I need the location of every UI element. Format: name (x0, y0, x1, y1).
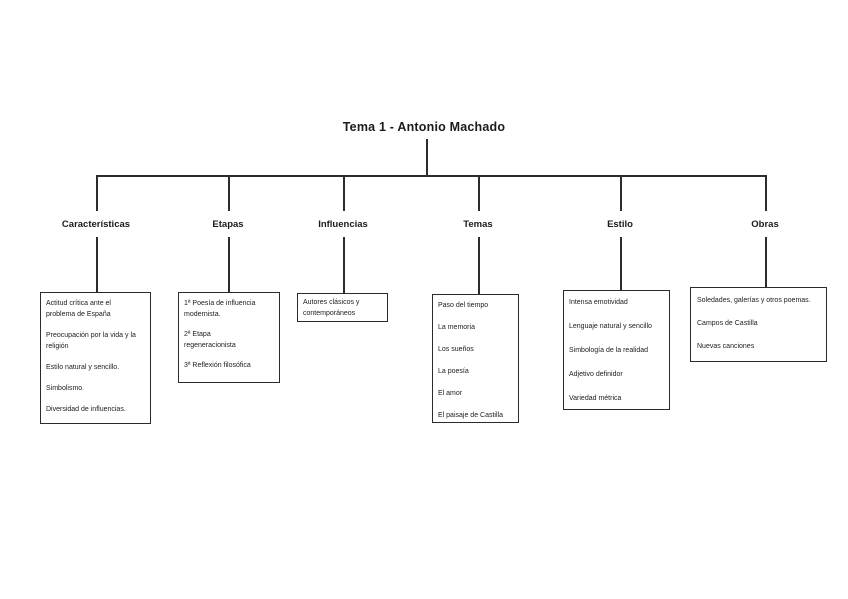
box-item: Nuevas canciones (697, 343, 755, 350)
box-item: 2ª Etapa regeneracionista (184, 331, 236, 349)
branch-box-influencias: Autores clásicos y contemporáneos (297, 293, 388, 322)
title-connector-line (426, 139, 428, 176)
box-item: Lenguaje natural y sencillo (569, 323, 652, 330)
box-item: Adjetivo definidor (569, 371, 623, 378)
branch-label-obras: Obras (751, 219, 779, 230)
box-item: Autores clásicos y contemporáneos (303, 299, 360, 317)
box-item: Estilo natural y sencillo. (46, 364, 120, 371)
branch-rail-line (96, 175, 767, 177)
box-item: Simbolismo. (46, 385, 85, 392)
box-item: El amor (438, 390, 463, 397)
box-item: Simbología de la realidad (569, 347, 648, 354)
box-item: Variedad métrica (569, 395, 622, 402)
box-item: Paso del tiempo (438, 302, 489, 309)
branch-box-estilo: Intensa emotividad Lenguaje natural y se… (563, 290, 670, 410)
branch-box-etapas: 1ª Poesía de influencia modernista. 2ª E… (178, 292, 280, 383)
label-box-connector-line (765, 237, 767, 287)
box-item: Preocupación por la vida y la religión (46, 332, 136, 350)
box-item: Intensa emotividad (569, 299, 628, 306)
diagram-title: Tema 1 - Antonio Machado (342, 120, 506, 134)
box-item: La poesía (438, 368, 469, 375)
label-box-connector-line (620, 237, 622, 290)
label-box-connector-line (96, 237, 98, 292)
box-item: 3ª Reflexión filosófica (184, 362, 251, 369)
branch-drop-line (96, 175, 98, 211)
label-box-connector-line (343, 237, 345, 293)
branch-label-estilo: Estilo (607, 219, 633, 230)
box-item: Diversidad de influencias. (46, 406, 126, 413)
branch-label-influencias: Influencias (318, 219, 368, 230)
box-item: Actitud crítica ante el problema de Espa… (46, 300, 111, 318)
branch-drop-line (478, 175, 480, 211)
branch-drop-line (228, 175, 230, 211)
box-item: Campos de Castilla (697, 320, 758, 327)
branch-box-caracteristicas: Actitud crítica ante el problema de Espa… (40, 292, 151, 424)
box-item: 1ª Poesía de influencia modernista. (184, 300, 256, 318)
branch-box-obras: Soledades, galerías y otros poemas. Camp… (690, 287, 827, 362)
branch-drop-line (765, 175, 767, 211)
branch-label-temas: Temas (463, 219, 493, 230)
box-item: La memoria (438, 324, 475, 331)
branch-drop-line (343, 175, 345, 211)
label-box-connector-line (228, 237, 230, 292)
box-item: Soledades, galerías y otros poemas. (697, 297, 811, 304)
branch-label-etapas: Etapas (212, 219, 244, 230)
box-item: El paisaje de Castilla (438, 412, 503, 419)
label-box-connector-line (478, 237, 480, 294)
box-item: Los sueños (438, 346, 474, 353)
branch-label-caracteristicas: Características (61, 219, 131, 230)
branch-drop-line (620, 175, 622, 211)
branch-box-temas: Paso del tiempo La memoria Los sueños La… (432, 294, 519, 423)
